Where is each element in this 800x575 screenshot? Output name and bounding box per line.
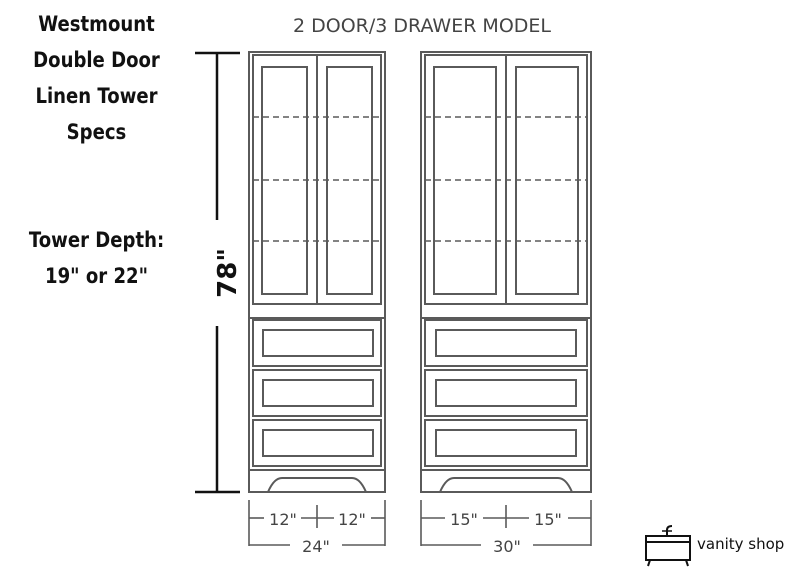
width-dimensions-24 (248, 500, 386, 546)
cabinet-24-drawer-2 (252, 369, 382, 417)
title-line-1: Westmount (38, 12, 155, 36)
tower-specs-title: Westmount Double Door Linen Tower Specs (26, 6, 168, 150)
cabinet-30-drawer-3 (424, 419, 588, 467)
cabinet-30-right-door-width: 15" (534, 510, 562, 529)
cabinet-24-drawer-1-panel (262, 329, 374, 357)
height-label: 78" (213, 248, 243, 298)
cabinet-24-outline (248, 51, 386, 493)
cabinet-24-drawer-1 (252, 319, 382, 367)
cabinet-30-drawer-2-panel (435, 379, 577, 407)
cabinet-30-total-width: 30" (493, 537, 521, 556)
cabinet-30-outline (420, 51, 592, 493)
cabinet-24-drawer-2-panel (262, 379, 374, 407)
title-line-3: Linen Tower (35, 84, 158, 108)
depth-value: 19" or 22" (45, 264, 148, 288)
cabinet-30-shelves (425, 116, 587, 242)
width-dimensions-30 (420, 500, 592, 546)
cabinet-30-toe-kick (439, 477, 573, 493)
cabinet-24-drawer-3 (252, 419, 382, 467)
cabinet-24-left-door-width: 12" (269, 510, 297, 529)
title-line-2: Double Door (33, 48, 160, 72)
cabinet-24-total-width: 24" (302, 537, 330, 556)
depth-label: Tower Depth: (28, 228, 165, 252)
cabinet-30-drawer-2 (424, 369, 588, 417)
vanity-shop-logo-icon (645, 525, 691, 567)
title-line-4: Specs (66, 120, 127, 144)
diagram-heading: 2 DOOR/3 DRAWER MODEL (293, 15, 551, 37)
cabinet-30-drawing (420, 51, 592, 493)
cabinet-24-shelves (253, 116, 381, 242)
cabinet-30-drawer-1 (424, 319, 588, 367)
cabinet-24-right-door-width: 12" (338, 510, 366, 529)
height-dimension (195, 51, 240, 494)
brand-name: vanity shop (697, 535, 785, 553)
cabinet-24-drawing (248, 51, 386, 493)
cabinet-24-toe-kick (267, 477, 367, 493)
cabinet-24-drawer-3-panel (262, 429, 374, 457)
cabinet-30-drawer-1-panel (435, 329, 577, 357)
cabinet-30-drawer-3-panel (435, 429, 577, 457)
tower-depth-spec: Tower Depth: 19" or 22" (26, 222, 168, 294)
cabinet-30-left-door-width: 15" (450, 510, 478, 529)
